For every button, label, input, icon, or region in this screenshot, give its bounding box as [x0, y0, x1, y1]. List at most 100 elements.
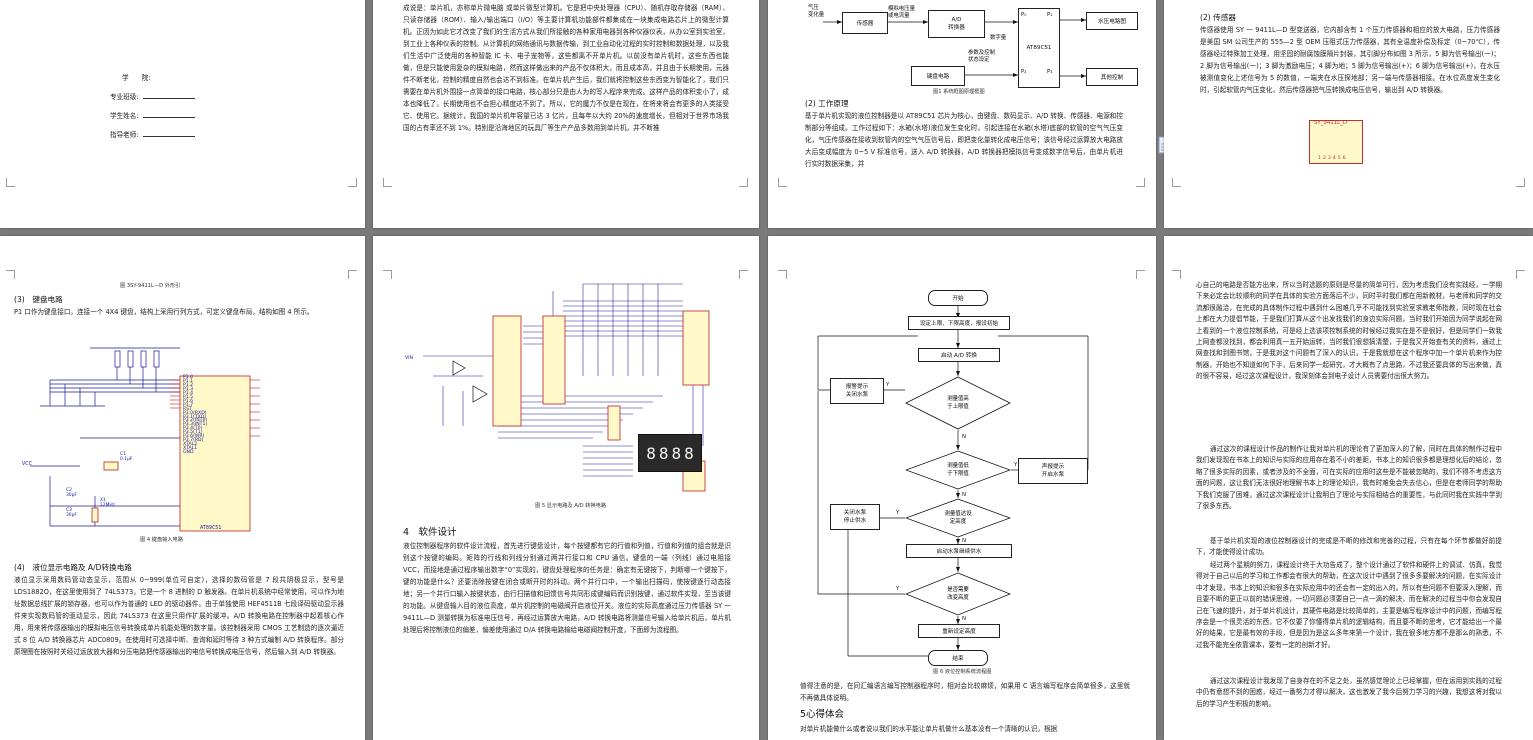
body-paragraph: 值得注意的是，在同汇编语言编写控制器程序时，相对会比较麻烦，如果用 C 语言编写…	[800, 682, 1130, 702]
capacitor-c3-label: C3 30pF	[66, 508, 77, 518]
flow-alarm-start-pump: 声报提示 开启水泵	[1018, 458, 1088, 484]
pin-label: 6	[1342, 156, 1346, 161]
capacitor-c2-label: C2 30pF	[66, 488, 77, 498]
port-p2-label: P₂	[1021, 69, 1027, 75]
pin-label: 1	[1318, 156, 1321, 161]
form-row-class: 专业班级:	[110, 91, 195, 101]
form-row-advisor: 指导老师:	[110, 129, 195, 139]
page-8: 心自己的电路是否能方出来，所以当时选题的原则是尽量的简单可行，因为考虑我们没有实…	[1164, 236, 1533, 740]
sensor-pin-row: 1 2 3 4 5 6	[1318, 156, 1346, 161]
body-paragraph: 液位控制器程序的软件设计流程，首先进行键盘设计，每个按键都有它的行值和列值，行值…	[403, 542, 731, 634]
flow-alarm-stop: 报警提示 关闭水泵	[830, 378, 884, 404]
chip-pin: P3.1(TXD)	[183, 414, 207, 420]
flow-end: 结束	[928, 650, 988, 666]
margin-corner-mark	[1516, 270, 1525, 279]
page-5: 图 3SY-9411L—D 外形引 (3) 键盘电路 P1 口作为键盘接口，连接…	[0, 236, 365, 740]
margin-corner-mark	[6, 270, 15, 279]
sensor-block: 传感器	[842, 12, 888, 34]
flow-branch-yes: Y	[1014, 462, 1018, 468]
body-paragraph: 心自己的电路是否能方出来，所以当时选题的原则是尽量的简单可行，因为考虑我们没有实…	[1196, 281, 1502, 381]
sensor-chip-outline: SY_9411L_D 1 2 3 4 5 6	[1309, 120, 1363, 164]
chip-pin: P3.0(RXD)	[183, 410, 207, 416]
display-digit: 8	[671, 443, 682, 463]
page-7: 开始 设定上限、下限高度，报设初始 启动 A/D 转换 测量值高 于上限值 报警…	[768, 236, 1156, 740]
analog-signal-label: 模拟电压量 或电流量	[888, 6, 915, 19]
body-paragraph: 通过这次的课程设计作品的制作让我对单片机的理论有了更加深入的了解，同时在具体的制…	[1196, 445, 1502, 511]
margin-corner-mark	[778, 178, 787, 187]
chip-pin: XTAL1	[183, 446, 198, 452]
flow-branch-no: N	[962, 616, 967, 622]
margin-corner-mark	[739, 270, 748, 279]
margin-corner-mark	[1136, 178, 1145, 187]
pin-label: 3	[1327, 156, 1331, 161]
flow-branch-yes: Y	[886, 382, 890, 388]
chip-pin: P1.6	[183, 398, 194, 404]
flow-start: 开始	[928, 290, 988, 306]
flow-branch-yes: Y	[896, 510, 900, 516]
flow-stop-pump: 关闭水泵 停止供水	[830, 504, 880, 530]
flow-decision-target: 测量值达设 定高度	[905, 498, 1011, 538]
chip-pin: P3.3(INT1)	[183, 422, 208, 428]
body-paragraph: P1 口作为键盘接口，连接一个 4X4 键盘，结构上采用行列方式，可定义键盘布局…	[14, 308, 314, 316]
flow-reset-height: 重新设定高度	[918, 624, 1000, 638]
margin-corner-mark	[348, 270, 357, 279]
chip-pin: P1.1	[183, 378, 194, 384]
flow-branch-yes: Y	[896, 586, 900, 592]
margin-corner-mark	[778, 270, 787, 279]
section-heading: 5心得体会	[800, 709, 845, 720]
body-paragraph: 传感器使用 SY 一 9411L—D 型变送器，它内部含有 1 个压力传感器和相…	[1200, 26, 1500, 94]
other-control-block: 其他控制	[1086, 68, 1138, 86]
pin-label: 2	[1322, 156, 1326, 161]
page-6: VIN 8 8 8 8 图 5 显示电路及 A/D 转换电路 4 软件设计 液位…	[373, 236, 759, 740]
decision-label: 测量值高 于上限值	[947, 396, 969, 410]
keyboard-block: 键盘电路	[911, 66, 965, 86]
page-3: 气压 变化量 传感器 模拟电压量 或电流量 A/D 转换器 数字量 AT89C5…	[768, 0, 1156, 228]
flow-branch-no: N	[962, 434, 967, 440]
body-paragraph: 基于单片机实现的液位控制器是以 AT89C51 芯片为核心，由键盘、数码显示、A…	[805, 112, 1123, 168]
section-heading: (2) 工作原理	[805, 99, 849, 108]
capacitor-c1-label: C1 0.1μF	[120, 452, 133, 462]
chip-name-label: AT89C51	[200, 526, 222, 531]
display-block: 水压电路图	[1086, 12, 1138, 30]
margin-corner-mark	[1172, 178, 1181, 187]
ad-converter-block: A/D 转换器	[928, 10, 985, 38]
system-block-diagram	[823, 18, 1086, 78]
decision-label: 是否需要 改变高度	[947, 587, 969, 601]
form-row-college: 学 院:	[122, 74, 151, 82]
margin-corner-mark	[348, 178, 357, 187]
decision-label: 测量值低 于下限值	[947, 463, 969, 477]
margin-corner-mark	[1136, 270, 1145, 279]
flow-branch-no: N	[962, 538, 967, 544]
chip-pin: P3.6(WR)	[183, 434, 205, 440]
port-p3-label: P₃	[1047, 69, 1053, 75]
chip-pin: P1.7	[183, 402, 194, 408]
pin-label: 5	[1337, 156, 1341, 161]
pressure-change-label: 气压 变化量	[808, 5, 825, 18]
flow-decision-change: 是否需要 改变高度	[905, 572, 1011, 616]
mcu-name: AT89C51	[1026, 45, 1052, 51]
port-p1-label: P₁	[1047, 12, 1053, 18]
crystal-label: X1 12MHz	[100, 498, 115, 508]
chip-pin: P3.2(INT0)	[183, 418, 208, 424]
margin-corner-mark	[1516, 178, 1525, 187]
display-digit: 8	[646, 443, 656, 463]
section-heading: (3) 键盘电路	[14, 295, 63, 304]
body-paragraph: 液位显示采用数码管动态显示，范围从 0~999(单位可自定)，选择的数码管是 7…	[14, 576, 344, 656]
body-paragraph: 基于单片机实现的液位控制器设计的完成是不断的修改和完善的过程，只有在每个环节都做…	[1196, 537, 1502, 557]
margin-corner-mark	[739, 178, 748, 187]
chip-pin: P3.7(RD)	[183, 438, 204, 444]
figure-caption: 图 6 液位控制系统流程图	[933, 669, 992, 675]
page-1: 学 院: 专业班级: 学生姓名: 指导老师:	[0, 0, 365, 228]
flow-start-ad: 启动 A/D 转换	[918, 348, 1000, 362]
margin-corner-mark	[383, 270, 392, 279]
margin-corner-mark	[383, 178, 392, 187]
figure-caption: 图1 系统框图原理框图	[933, 89, 985, 95]
chip-pin: P1.3	[183, 386, 194, 392]
flow-decision-lower: 测量值低 于下限值	[905, 450, 1011, 490]
chip-pin: P3.4(T0)	[183, 426, 203, 432]
margin-corner-mark	[1172, 270, 1181, 279]
form-row-student: 学生姓名:	[110, 110, 195, 120]
vin-label: VIN	[405, 356, 413, 361]
figure-caption: 图 3SY-9411L—D 外形引	[120, 283, 181, 289]
keyboard-signal-label: 参数及控制 状态设定	[968, 50, 995, 63]
